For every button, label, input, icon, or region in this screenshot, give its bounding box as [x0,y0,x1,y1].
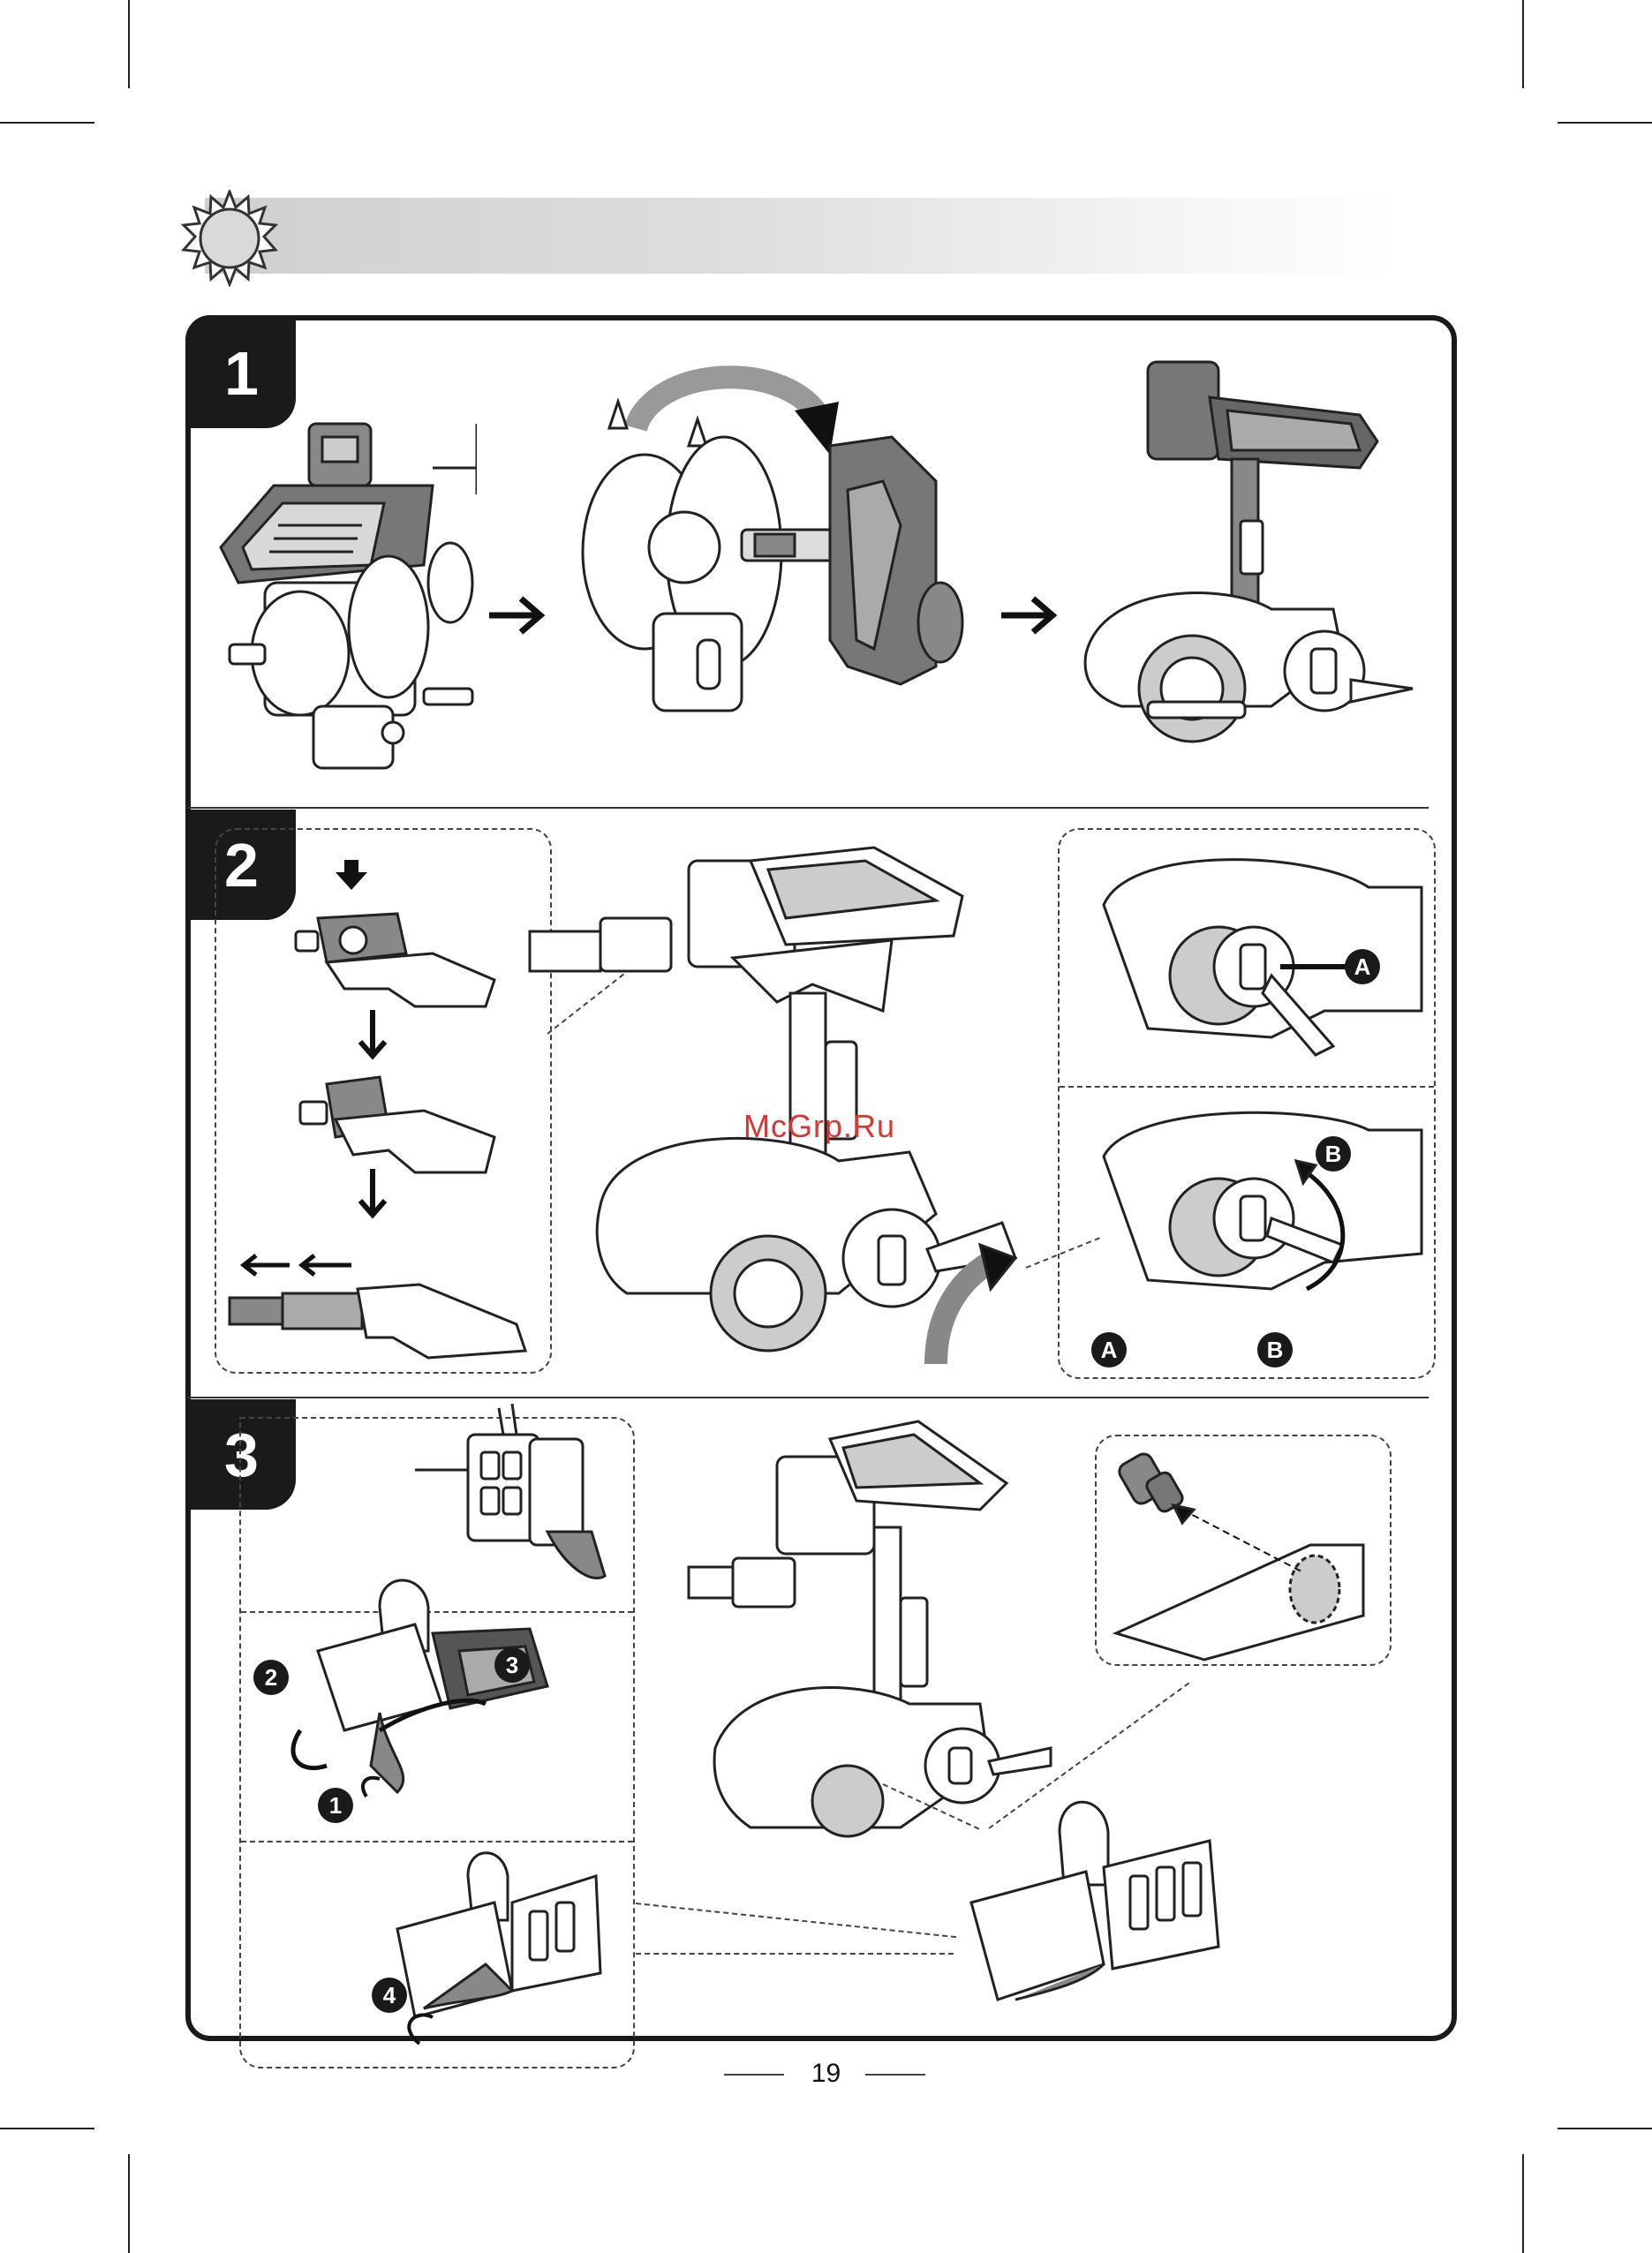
attachment-lock-illustration [380,1841,627,2053]
handle-part-illustration [291,1066,512,1190]
callout-1: 1 [318,1788,353,1823]
connector-closeup-illustration [1098,1439,1390,1664]
robot-transform-illustration [565,349,971,755]
callout-b: B [1316,1136,1351,1172]
step-divider [187,807,1429,809]
arrow-down-icon [334,858,369,893]
arrow-down-icon [357,1167,388,1220]
step-divider [187,1397,1429,1398]
callout-3: 3 [494,1647,530,1683]
leader-line [636,1953,954,1955]
crop-mark [128,2154,130,2253]
crop-mark [0,2128,94,2129]
page-number: 19 [0,2059,1652,2089]
attachment-assembly-illustration [265,1554,565,1836]
robot-upright-illustration [212,415,477,777]
crop-mark [1558,2128,1652,2129]
header-banner [205,198,1397,274]
callout-2: 2 [253,1660,289,1695]
detail-box-separator [1060,1086,1434,1088]
arrow-down-icon [357,1008,388,1061]
lock-position-b-illustration [1095,1095,1430,1333]
crop-mark [0,122,94,124]
robot-assembled-illustration [680,1413,1068,1845]
callout-4: 4 [372,1978,407,2013]
crop-mark [1558,122,1652,124]
step-1-tab: 1 [187,318,296,428]
callout-a: A [1345,949,1380,984]
legend-badge-b: B [1257,1332,1293,1368]
crop-mark [1522,0,1524,88]
arrow-right-icon [486,593,549,637]
step-1-label: 1 [224,338,259,409]
watermark: McGrp.Ru [743,1108,895,1145]
crop-mark [128,0,130,88]
arrow-right-icon [998,593,1061,637]
crop-mark [1522,2154,1524,2253]
lock-position-a-illustration [1095,834,1430,1073]
robot-vehicle-closeup-illustration [521,834,1033,1364]
handle-extended-illustration [225,1254,543,1368]
attachment-closeup-illustration [962,1788,1227,2026]
legend-badge-a: A [1091,1332,1127,1368]
handle-part-illustration [291,900,512,1033]
robot-vehicle-illustration [1068,353,1422,777]
sun-icon [181,190,278,287]
